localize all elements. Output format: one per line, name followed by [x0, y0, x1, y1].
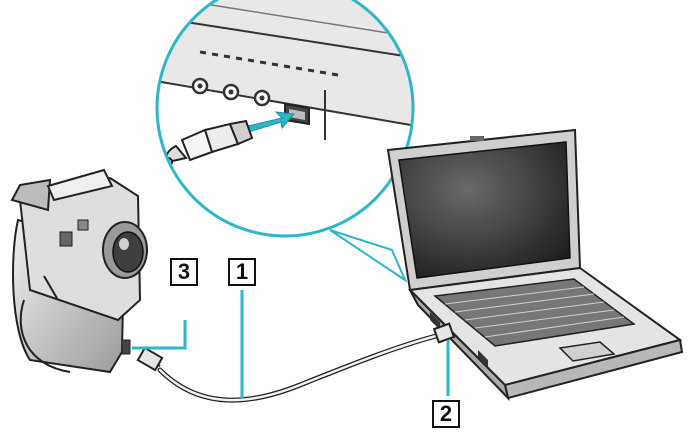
callout-1: 1	[228, 258, 256, 286]
callout-1-text: 1	[235, 259, 249, 284]
camcorder-icon	[10, 168, 148, 374]
callout-2: 2	[432, 400, 460, 428]
laptop-icon	[386, 128, 684, 402]
callout-3-text: 3	[177, 259, 191, 284]
callout-leaders	[132, 290, 450, 398]
leader-3	[132, 320, 187, 350]
port-zoom-callout	[155, 0, 415, 283]
callout-3: 3	[170, 258, 198, 286]
callout-2-text: 2	[439, 401, 453, 426]
ilink-cable	[136, 322, 456, 403]
